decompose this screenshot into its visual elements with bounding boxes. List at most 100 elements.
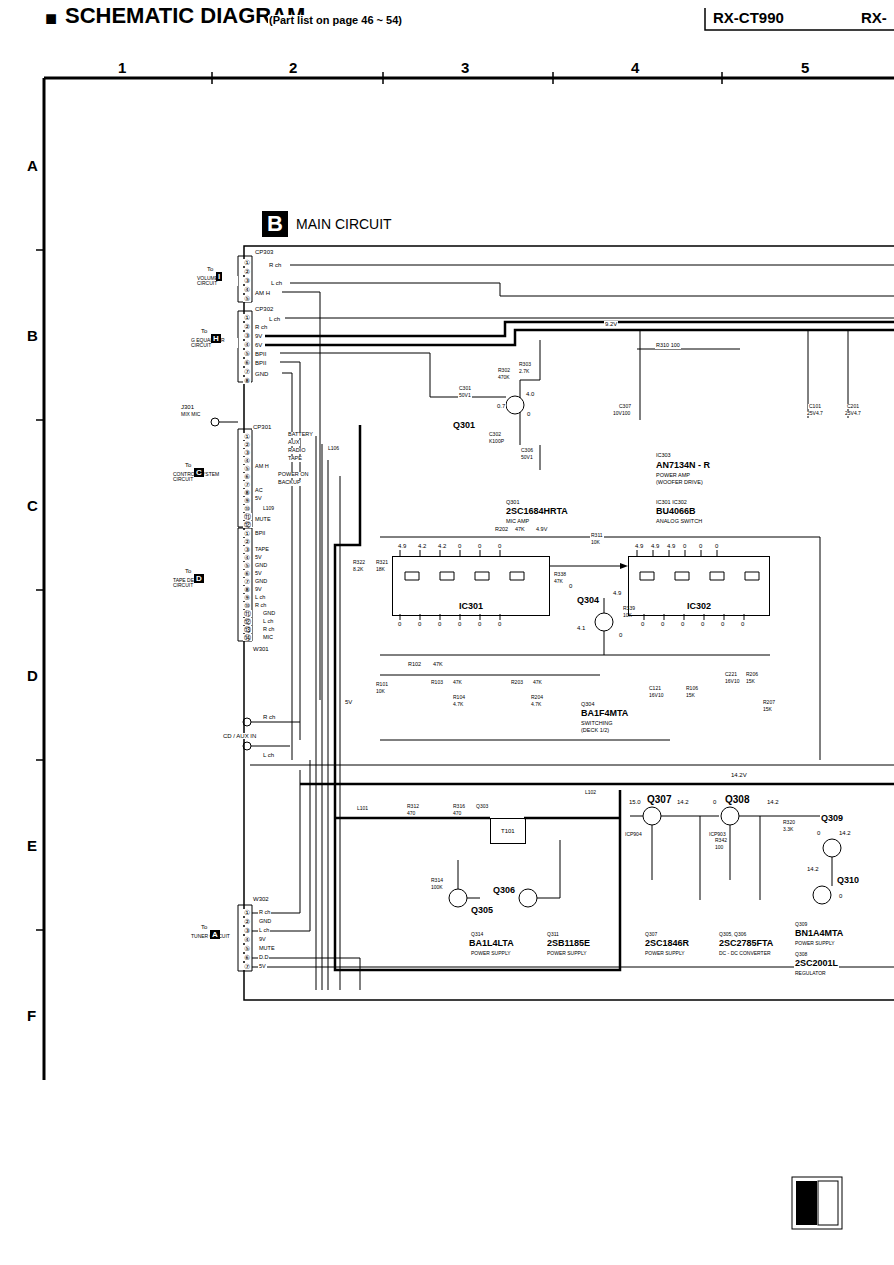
component-label: 4.9 (397, 543, 407, 549)
transistor-symbol (519, 889, 537, 907)
component-label: ⑬ (243, 626, 252, 633)
component-label: R321 (375, 560, 389, 565)
component-label: C306 (520, 448, 534, 453)
component-label: W302 (252, 896, 270, 902)
component-label: R342 (714, 838, 728, 843)
ic-box: IC302 (628, 556, 770, 616)
component-label: ⑩ (243, 602, 251, 609)
component-label: GND (254, 563, 268, 569)
component-label: 18K (375, 567, 386, 572)
component-label: BACKUP (277, 480, 302, 486)
thin-wires (219, 265, 894, 990)
component-label: L ch (262, 752, 275, 758)
component-label: RADIO (287, 448, 306, 454)
component-label: K100P (488, 439, 505, 444)
component-label: C301 (458, 386, 472, 391)
component-label: 0 (568, 583, 573, 589)
component-label: 2SC1846R (644, 939, 690, 948)
component-label: 25V4.7 (806, 411, 824, 416)
component-label: 0 (497, 621, 502, 627)
component-label: CP301 (252, 424, 272, 430)
component-label: ④ (243, 936, 251, 943)
component-label: 0 (698, 543, 703, 549)
component-label: ⑨ (243, 594, 251, 601)
component-label: 0 (526, 411, 531, 417)
component-label: ⑪ (243, 610, 252, 617)
component-label: 5V (344, 699, 353, 705)
component-label: BA1L4LTA (468, 939, 515, 948)
component-label: L109 (262, 506, 275, 511)
node-text: T101 (501, 828, 515, 834)
component-label: L ch (270, 280, 283, 286)
component-label: Q306 (492, 886, 516, 895)
component-label: IC301 IC302 (655, 500, 688, 506)
transistor-symbol (721, 807, 739, 825)
component-label: 50V1 (520, 455, 534, 460)
component-label: 0 (838, 893, 843, 899)
component-label: 0 (417, 621, 422, 627)
component-label: (WOOFER DRIVE) (655, 480, 704, 486)
component-label: R ch (262, 714, 276, 720)
component-label: 3 (460, 60, 470, 75)
component-label: E (26, 838, 38, 853)
component-label: 8.2K (352, 567, 364, 572)
component-label: AM H (254, 290, 271, 296)
node-text: B (262, 211, 288, 237)
component-label: 14.2 (806, 866, 820, 872)
component-label: GND (254, 579, 268, 585)
component-label: L101 (356, 806, 369, 811)
component-label: ⑫ (243, 618, 252, 625)
component-label: CD / AUX IN (222, 733, 257, 739)
component-label: D.D (258, 955, 269, 961)
component-label: Q303 (475, 804, 489, 809)
component-label: AN7134N - R (655, 461, 711, 470)
component-label: R207 (762, 700, 776, 705)
component-label: L106 (327, 446, 340, 451)
component-label: R102 (407, 662, 422, 668)
component-label: ⑥ (243, 570, 251, 577)
component-label: SWITCHING (580, 721, 613, 727)
component-label: 4.0 (525, 391, 535, 397)
component-label: 100K (430, 885, 444, 890)
component-label: ⑥ (243, 359, 251, 366)
transistor-symbol (643, 807, 661, 825)
component-label: Q314 (470, 932, 484, 937)
component-label: Q307 (646, 795, 672, 805)
circuit-letter-box: A (210, 923, 220, 941)
component-label: 0 (437, 621, 442, 627)
component-label: ⑫ (243, 521, 252, 528)
component-label: 2SC2001L (794, 959, 839, 968)
component-label: Q305 (470, 906, 494, 915)
component-label: 5 (800, 60, 810, 75)
component-label: R302 (497, 368, 511, 373)
component-label: 15K (762, 707, 773, 712)
component-label: ④ (243, 286, 251, 293)
component-label: 10V100 (612, 411, 631, 416)
component-label: ⑤ (243, 945, 251, 952)
component-label: Q308 (724, 795, 750, 805)
connector-housings (238, 256, 252, 971)
component-label: R203 (510, 680, 524, 685)
component-label: 4.2 (437, 543, 447, 549)
component-label: R ch (268, 262, 282, 268)
component-label: 2 (288, 60, 298, 75)
component-label: AUX (287, 440, 300, 446)
component-label: BU4066B (655, 507, 697, 516)
circuit-letter-box: I (216, 265, 222, 283)
component-label: 0 (720, 621, 725, 627)
component-label: POWER SUPPLY (470, 951, 512, 956)
component-label: POWER SUPPLY (794, 941, 836, 946)
component-label: ■ (44, 8, 58, 28)
component-label: 0 (700, 621, 705, 627)
component-label: 2SB1185E (546, 939, 591, 948)
component-label: TAPE (254, 547, 270, 553)
component-label: ICP904 (624, 832, 643, 837)
component-label: 2SC1684HRTA (505, 507, 569, 516)
component-label: 14.2 (676, 799, 690, 805)
transistor-symbol (595, 613, 613, 631)
component-label: 4.7K (452, 702, 464, 707)
component-label: ICP903 (708, 832, 727, 837)
component-label: 0 (457, 543, 462, 549)
component-label: BATTERY (287, 432, 314, 438)
